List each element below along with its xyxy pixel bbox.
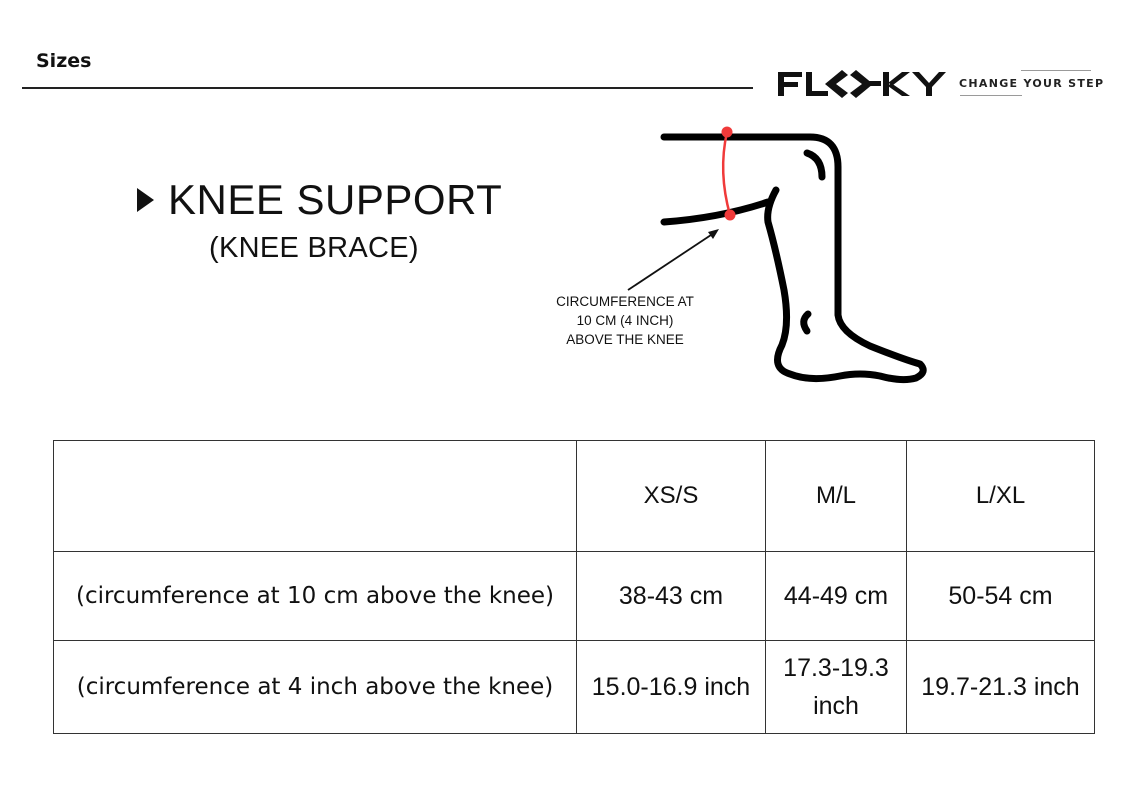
callout-line-3: ABOVE THE KNEE	[566, 332, 684, 347]
row-label: (circumference at 10 cm above the knee)	[53, 551, 577, 641]
size-table: XS/S M/L L/XL (circumference at 10 cm ab…	[53, 440, 1095, 734]
table-cell: 17.3-19.3 inch	[765, 640, 907, 734]
table-cell: 19.7-21.3 inch	[906, 640, 1095, 734]
table-cell: 44-49 cm	[765, 551, 907, 641]
diagram-callout: CIRCUMFERENCE AT 10 CM (4 INCH) ABOVE TH…	[530, 292, 720, 349]
header-cell-m-l: M/L	[765, 440, 907, 552]
brand-tagline: CHANGE YOUR STEP	[959, 77, 1105, 90]
table-row: (circumference at 10 cm above the knee) …	[53, 551, 1095, 641]
brand: CHANGE YOUR STEP	[776, 66, 1106, 102]
header-cell-empty	[53, 440, 577, 552]
product-title-text: KNEE SUPPORT	[168, 176, 503, 223]
table-header-row: XS/S M/L L/XL	[53, 440, 1095, 552]
product-title: KNEE SUPPORT	[137, 176, 502, 224]
section-label: Sizes	[36, 50, 92, 72]
tagline-rule-bottom	[960, 95, 1022, 96]
row-label: (circumference at 4 inch above the knee)	[53, 640, 577, 734]
product-subtitle: (KNEE BRACE)	[209, 232, 419, 264]
floky-logo-icon	[778, 70, 946, 98]
callout-line-2: 10 CM (4 INCH)	[576, 313, 674, 328]
header-divider	[22, 87, 753, 89]
play-triangle-icon	[137, 188, 154, 212]
header-cell-xs-s: XS/S	[576, 440, 766, 552]
header-cell-l-xl: L/XL	[906, 440, 1095, 552]
leg-measurement-diagram	[520, 110, 940, 400]
tagline-rule-top	[1021, 70, 1091, 71]
leg-illustration-icon	[627, 126, 927, 384]
table-cell: 38-43 cm	[576, 551, 766, 641]
table-cell: 50-54 cm	[906, 551, 1095, 641]
table-row: (circumference at 4 inch above the knee)…	[53, 640, 1095, 734]
table-cell: 15.0-16.9 inch	[576, 640, 766, 734]
callout-line-1: CIRCUMFERENCE AT	[556, 294, 694, 309]
